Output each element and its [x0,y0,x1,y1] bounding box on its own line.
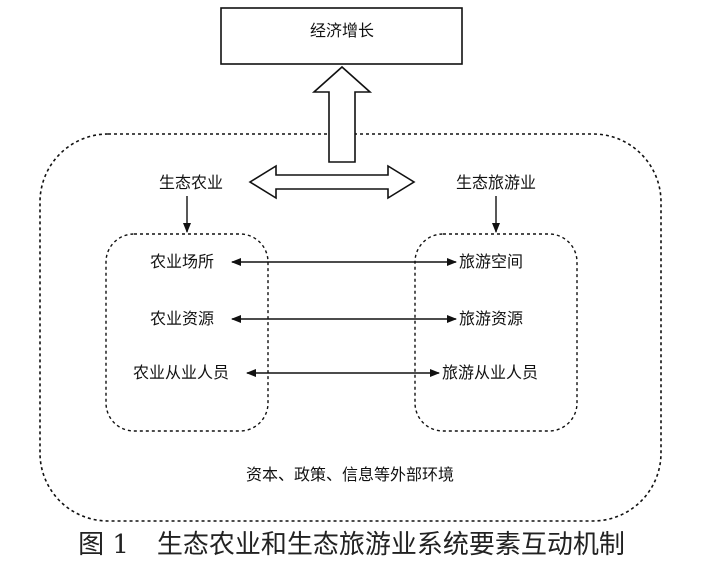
agri-staff-label: 农业从业人员 [133,363,230,382]
system-boundary [39,133,662,522]
eco-agri-label: 生态农业 [158,173,224,192]
tour-resource-label: 旅游资源 [459,309,524,328]
growth-label: 经济增长 [309,21,375,40]
environment-label: 资本、政策、信息等外部环境 [245,465,455,484]
up-block-arrow [311,65,373,163]
figure-number: 图 1 [78,530,129,560]
tour-space-label: 旅游空间 [459,252,524,271]
double-block-arrow [248,164,416,200]
tour-staff-label: 旅游从业人员 [442,363,539,382]
figure-title: 生态农业和生态旅游业系统要素互动机制 [156,530,625,560]
growth-box [220,7,463,65]
agri-resource-label: 农业资源 [150,309,215,328]
eco-tourism-label: 生态旅游业 [455,173,537,192]
figure-caption: 图 1 生态农业和生态旅游业系统要素互动机制 [0,528,703,562]
agri-place-label: 农业场所 [150,252,215,271]
